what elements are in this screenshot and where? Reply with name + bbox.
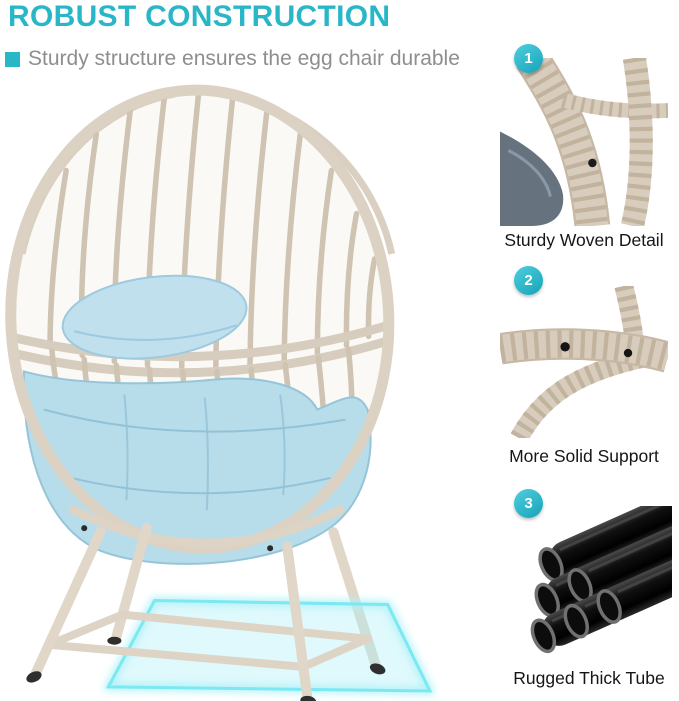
- callout-caption-1: Sturdy Woven Detail: [504, 230, 664, 250]
- square-bullet-icon: [5, 51, 20, 67]
- egg-chair-illustration: [5, 84, 436, 701]
- front-legs: [30, 527, 313, 701]
- front-rim: [5, 84, 395, 554]
- solid-support-image: [500, 286, 668, 438]
- stand-cradle: [68, 504, 346, 548]
- callout-caption-2: More Solid Support: [509, 446, 659, 466]
- leg-stretchers: [45, 610, 372, 671]
- badge-number-3: 3: [514, 489, 543, 518]
- subtitle-row: Sturdy structure ensures the egg chair d…: [5, 47, 460, 71]
- page-title: ROBUST CONSTRUCTION: [8, 0, 391, 33]
- badge-number-2: 2: [514, 266, 543, 295]
- subtitle-text: Sturdy structure ensures the egg chair d…: [28, 47, 460, 70]
- callout-caption-3: Rugged Thick Tube: [513, 668, 665, 688]
- badge-number-1: 1: [514, 44, 543, 73]
- thick-tubes-image: [530, 506, 672, 654]
- mid-band: [7, 320, 394, 378]
- leg-feet: [26, 636, 386, 701]
- woven-detail-image: [500, 58, 668, 226]
- headrest-pillow: [61, 274, 248, 360]
